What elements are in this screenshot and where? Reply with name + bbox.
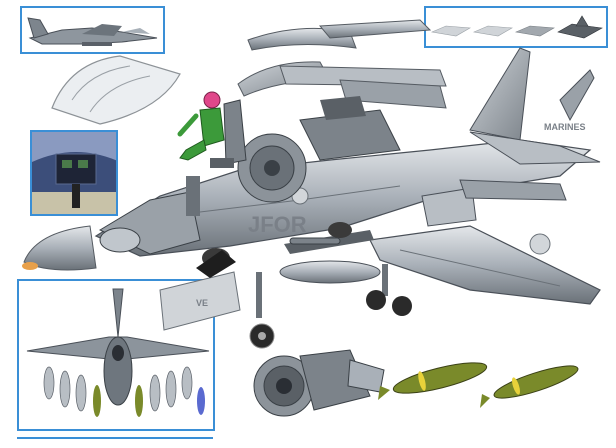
canopy-icon <box>51 55 181 125</box>
missile-icon <box>196 237 341 278</box>
engine-icon <box>237 96 401 203</box>
cockpit-view-icon <box>32 132 116 214</box>
inset-aircraft-sequence <box>424 6 608 48</box>
rudder-icon: MARINES <box>469 47 595 141</box>
bomb-icon <box>378 362 579 408</box>
fuselage-icon: JFOR <box>94 139 592 257</box>
inset-cockpit-view <box>30 130 118 216</box>
nose-cone-icon <box>22 225 97 271</box>
aircraft-side-view-icon <box>27 17 158 46</box>
side-marking: VE <box>196 298 208 308</box>
lower-engine-icon <box>253 349 385 417</box>
unit-code-label: JFOR <box>248 212 307 237</box>
landing-gear-icon <box>249 264 412 349</box>
upper-fuselage-panels-icon <box>237 19 447 109</box>
aircraft-sequence-icon <box>430 15 603 39</box>
inset-aircraft-profile <box>20 6 165 54</box>
fuselage-marking: MARINES <box>544 122 586 132</box>
wing-icon <box>369 225 601 305</box>
inset-underline <box>17 437 213 439</box>
pilot-figure-icon <box>177 91 225 161</box>
forward-fuselage-icon <box>98 176 201 255</box>
side-panels-icon: VE <box>159 179 567 331</box>
weapons-loadout-icon <box>26 288 210 417</box>
ejection-seat-icon <box>210 99 247 168</box>
horizontal-stabilizer-icon <box>469 131 601 165</box>
